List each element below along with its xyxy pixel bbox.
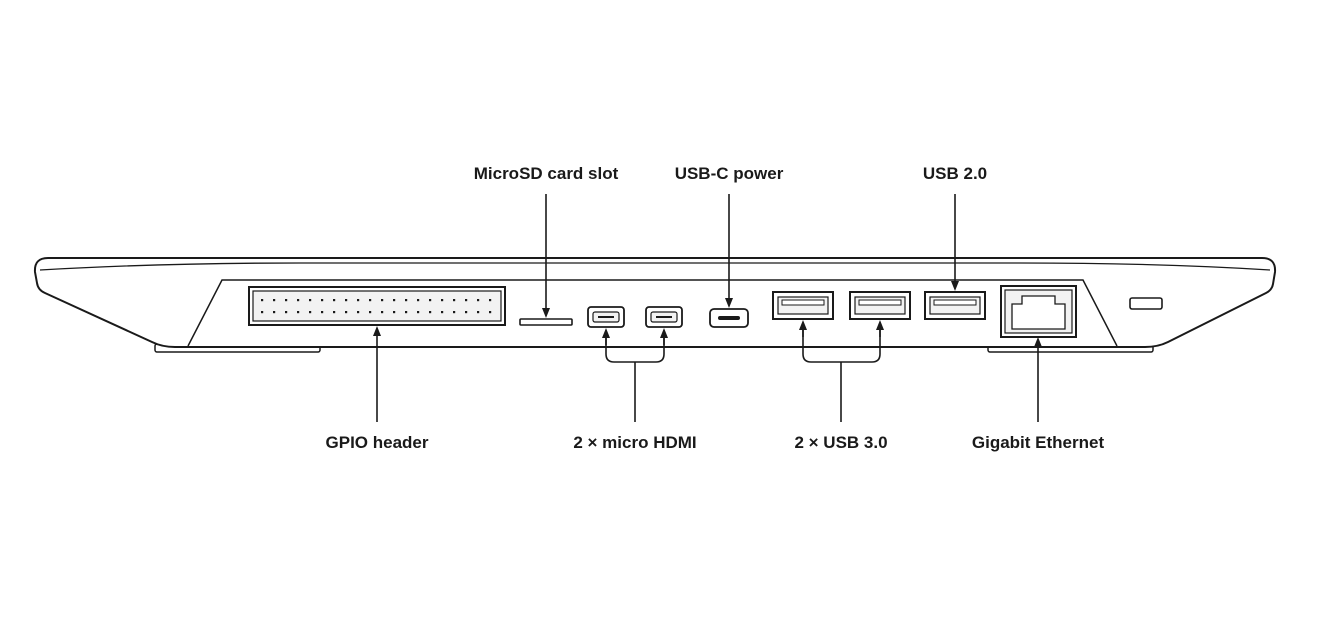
gpio-header <box>248 286 506 326</box>
gpio-pin <box>393 311 396 314</box>
gpio-pin <box>345 299 348 302</box>
usb-c-port <box>709 308 749 328</box>
gpio-pin <box>405 311 408 314</box>
gpio-pin <box>297 311 300 314</box>
gpio-pin <box>417 299 420 302</box>
gpio-pins <box>261 299 492 314</box>
gpio-pin <box>453 299 456 302</box>
gpio-pin <box>333 299 336 302</box>
gpio-pin <box>441 311 444 314</box>
gpio-pin <box>381 299 384 302</box>
gpio-pin <box>285 311 288 314</box>
gpio-pin <box>369 299 372 302</box>
label-gigabit-ethernet: Gigabit Ethernet <box>971 433 1105 452</box>
gpio-pin <box>429 311 432 314</box>
gpio-pin <box>309 311 312 314</box>
gpio-pin <box>357 311 360 314</box>
gpio-pin <box>465 311 468 314</box>
gpio-pin <box>321 299 324 302</box>
gpio-pin <box>273 311 276 314</box>
gpio-pin <box>297 299 300 302</box>
gpio-pin <box>489 299 492 302</box>
gpio-pin <box>357 299 360 302</box>
gpio-pin <box>261 299 264 302</box>
label-usb-c-power: USB-C power <box>674 164 784 183</box>
port-panel <box>187 279 1118 347</box>
label-usb-3: 2 × USB 3.0 <box>794 433 888 452</box>
gpio-pin <box>453 311 456 314</box>
gpio-pin <box>333 311 336 314</box>
label-micro-hdmi: 2 × micro HDMI <box>573 433 697 452</box>
usb3-port-2 <box>849 291 911 320</box>
gpio-pin <box>405 299 408 302</box>
lock-slot <box>1129 297 1163 310</box>
gpio-pin <box>261 311 264 314</box>
body-top-bevel <box>39 262 1271 271</box>
gpio-pin <box>393 299 396 302</box>
usb2-port <box>924 291 986 320</box>
gpio-pin <box>285 299 288 302</box>
gpio-pin <box>489 311 492 314</box>
label-microsd-card-slot: MicroSD card slot <box>473 164 619 183</box>
gpio-pin <box>465 299 468 302</box>
device-body <box>33 257 1277 348</box>
gpio-pin <box>417 311 420 314</box>
gpio-pin <box>321 311 324 314</box>
ethernet-port <box>1000 285 1077 338</box>
gpio-pin <box>345 311 348 314</box>
gpio-pin <box>441 299 444 302</box>
micro-hdmi-port-1 <box>587 306 625 328</box>
gpio-pin <box>477 311 480 314</box>
gpio-pin <box>309 299 312 302</box>
gpio-pin <box>369 311 372 314</box>
micro-hdmi-port-2 <box>645 306 683 328</box>
gpio-pin <box>477 299 480 302</box>
gpio-pin <box>429 299 432 302</box>
microsd-slot <box>519 318 573 326</box>
gpio-pin <box>273 299 276 302</box>
label-gpio-header: GPIO header <box>325 433 429 452</box>
gpio-pin <box>381 311 384 314</box>
label-usb-2: USB 2.0 <box>922 164 988 183</box>
usb3-port-1 <box>772 291 834 320</box>
